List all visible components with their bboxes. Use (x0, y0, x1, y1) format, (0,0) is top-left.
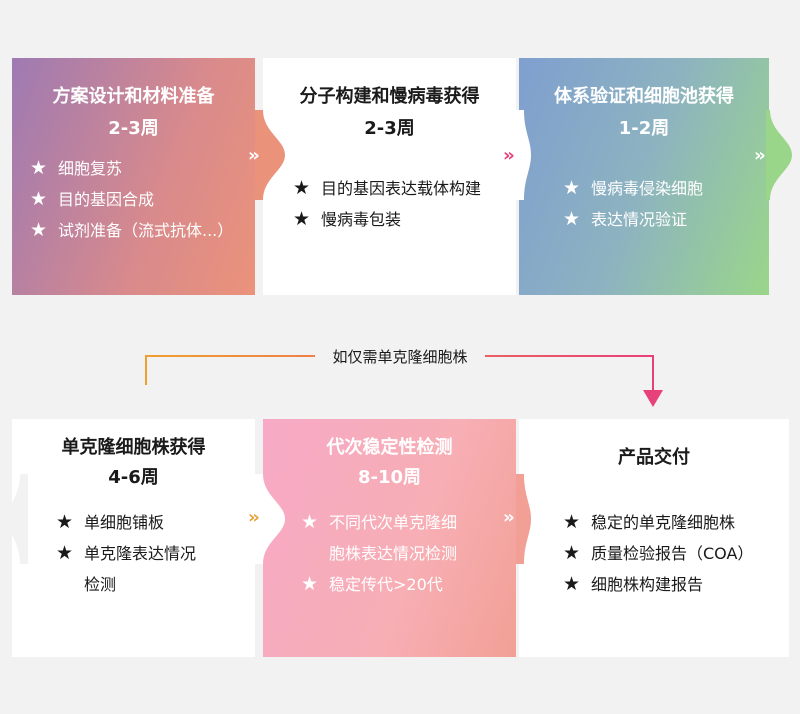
star-icon: ★ (30, 188, 48, 210)
star-icon: ★ (30, 157, 48, 179)
star-icon: ★ (563, 573, 581, 595)
step-duration: 2-3周 (364, 118, 415, 139)
step-item-list: ★单细胞铺板 ★单克隆表达情况 检测 (56, 507, 196, 600)
step-title: 分子构建和慢病毒获得 (299, 86, 480, 107)
step-item-list: ★不同代次单克隆细 胞株表达情况检测 ★稳定传代>20代 (301, 507, 457, 600)
star-icon: ★ (563, 208, 581, 230)
star-icon: ★ (56, 511, 74, 533)
step-title: 代次稳定性检测 (326, 437, 453, 458)
step-duration: 4-6周 (108, 467, 159, 488)
list-item: ★慢病毒侵染细胞 (563, 173, 703, 204)
step-card-validation: 体系验证和细胞池获得 1-2周 ★慢病毒侵染细胞 ★表达情况验证 (519, 58, 769, 295)
step-card-construction: 分子构建和慢病毒获得 2-3周 ★目的基因表达载体构建 ★慢病毒包装 (263, 58, 516, 295)
step-item-list: ★细胞复苏 ★目的基因合成 ★试剂准备（流式抗体...） (30, 153, 233, 246)
connector-label: 如仅需单克隆细胞株 (315, 347, 485, 367)
list-item: ★单克隆表达情况 (56, 538, 196, 569)
star-icon: ★ (30, 219, 48, 241)
list-item: ★慢病毒包装 (293, 204, 481, 235)
step-item-list: ★慢病毒侵染细胞 ★表达情况验证 (563, 173, 703, 235)
list-item: ★目的基因表达载体构建 (293, 173, 481, 204)
star-icon: ★ (563, 177, 581, 199)
step-duration: 8-10周 (357, 467, 422, 488)
step-duration: 2-3周 (108, 118, 159, 139)
double-chevron-right-icon: ›› (248, 507, 260, 528)
list-item: 检测 (84, 575, 117, 594)
step-title: 方案设计和材料准备 (52, 86, 215, 107)
step-item-list: ★目的基因表达载体构建 ★慢病毒包装 (293, 173, 481, 235)
list-item: ★单细胞铺板 (56, 507, 196, 538)
list-item: ★试剂准备（流式抗体...） (30, 215, 233, 246)
notch-shape (255, 474, 285, 564)
list-item: 胞株表达情况检测 (329, 544, 458, 563)
step-card-delivery: 产品交付 ★稳定的单克隆细胞株 ★质量检验报告（COA） ★细胞株构建报告 (519, 419, 789, 657)
list-item: ★细胞株构建报告 (563, 569, 753, 600)
step-title: 体系验证和细胞池获得 (554, 86, 734, 107)
list-item: ★质量检验报告（COA） (563, 538, 753, 569)
notch-shape (255, 110, 285, 200)
notch-shape (766, 110, 792, 200)
list-item: ★细胞复苏 (30, 153, 233, 184)
list-item: ★表达情况验证 (563, 204, 703, 235)
notch-shape (516, 110, 531, 200)
list-item: ★稳定的单克隆细胞株 (563, 507, 753, 538)
star-icon: ★ (301, 511, 319, 533)
step-card-design: 方案设计和材料准备 2-3周 ★细胞复苏 ★目的基因合成 ★试剂准备（流式抗体.… (12, 58, 255, 295)
star-icon: ★ (56, 542, 74, 564)
step-duration: 1-2周 (618, 118, 670, 139)
star-icon: ★ (293, 208, 311, 230)
step-card-monoclonal: 单克隆细胞株获得 4-6周 ★单细胞铺板 ★单克隆表达情况 检测 (12, 419, 255, 657)
double-chevron-right-icon: ›› (503, 145, 515, 166)
list-item: ★目的基因合成 (30, 184, 233, 215)
step-item-list: ★稳定的单克隆细胞株 ★质量检验报告（COA） ★细胞株构建报告 (563, 507, 753, 600)
star-icon: ★ (563, 542, 581, 564)
step-card-stability: 代次稳定性检测 8-10周 ★不同代次单克隆细 胞株表达情况检测 ★稳定传代>2… (263, 419, 516, 657)
step-title: 单克隆细胞株获得 (61, 437, 206, 458)
double-chevron-right-icon: ›› (503, 507, 515, 528)
list-item: ★稳定传代>20代 (301, 569, 457, 600)
star-icon: ★ (293, 177, 311, 199)
list-item: ★不同代次单克隆细 (301, 507, 457, 538)
double-chevron-right-icon: ›› (754, 145, 766, 166)
star-icon: ★ (563, 511, 581, 533)
notch-shape (516, 474, 531, 564)
double-chevron-right-icon: ›› (248, 145, 260, 166)
step-title: 产品交付 (618, 447, 690, 468)
star-icon: ★ (301, 573, 319, 595)
notch-shape (8, 474, 28, 564)
